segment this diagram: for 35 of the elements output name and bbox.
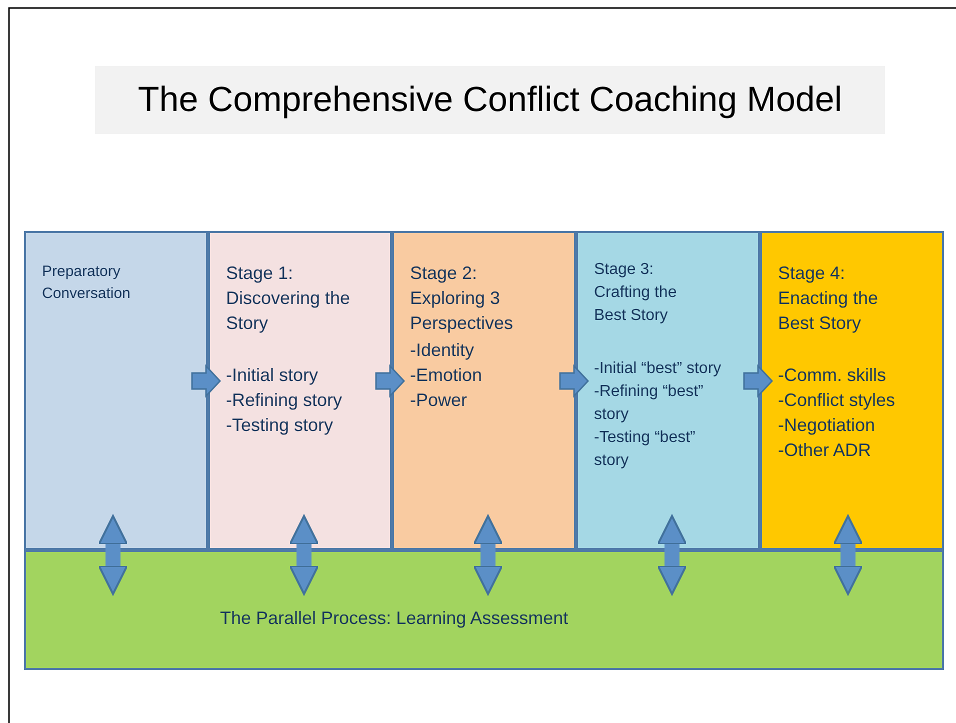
stage-heading: Preparatory Conversation: [42, 262, 132, 304]
list-item: -Initial “best” story: [594, 359, 722, 379]
stage-column: [208, 231, 392, 550]
list-item: -Comm. skills: [778, 364, 887, 387]
block-arrow: [743, 364, 774, 398]
list-item: -Negotiation: [778, 414, 876, 437]
block-arrow: [375, 364, 406, 398]
stage-heading: Stage 3: Crafting the Best Story: [594, 260, 678, 326]
double-arrow: [473, 515, 503, 595]
double-arrow: [833, 515, 863, 595]
stage-column: [24, 231, 208, 550]
list-item: -Refining story: [226, 389, 344, 412]
block-arrow: [191, 364, 222, 398]
stage-column: [392, 231, 576, 550]
double-arrow: [98, 515, 128, 595]
title: The Comprehensive Conflict Coaching Model: [95, 66, 885, 134]
stage-column: [760, 231, 944, 550]
list-item: -Initial story: [226, 364, 320, 387]
list-item: -Conflict styles: [778, 389, 896, 412]
list-item: -Testing story: [226, 414, 334, 437]
list-item: -Emotion: [410, 364, 484, 387]
double-arrow: [289, 515, 319, 595]
block-arrow: [559, 364, 590, 398]
process-band: [24, 550, 944, 670]
list-item: -Testing “best” story: [594, 428, 696, 471]
stage-heading: Stage 2: Exploring 3 Perspectives: [410, 262, 514, 335]
stage-heading: Stage 4: Enacting the Best Story: [778, 262, 880, 335]
list-item: -Refining “best” story: [594, 382, 704, 425]
stage-column: [576, 231, 760, 550]
list-item: -Power: [410, 389, 468, 412]
double-arrow: [657, 515, 687, 595]
stage-heading: Stage 1: Discovering the Story: [226, 262, 352, 335]
list-item: -Identity: [410, 339, 476, 362]
band-label: The Parallel Process: Learning Assessment: [220, 607, 568, 630]
list-item: -Other ADR: [778, 439, 872, 462]
